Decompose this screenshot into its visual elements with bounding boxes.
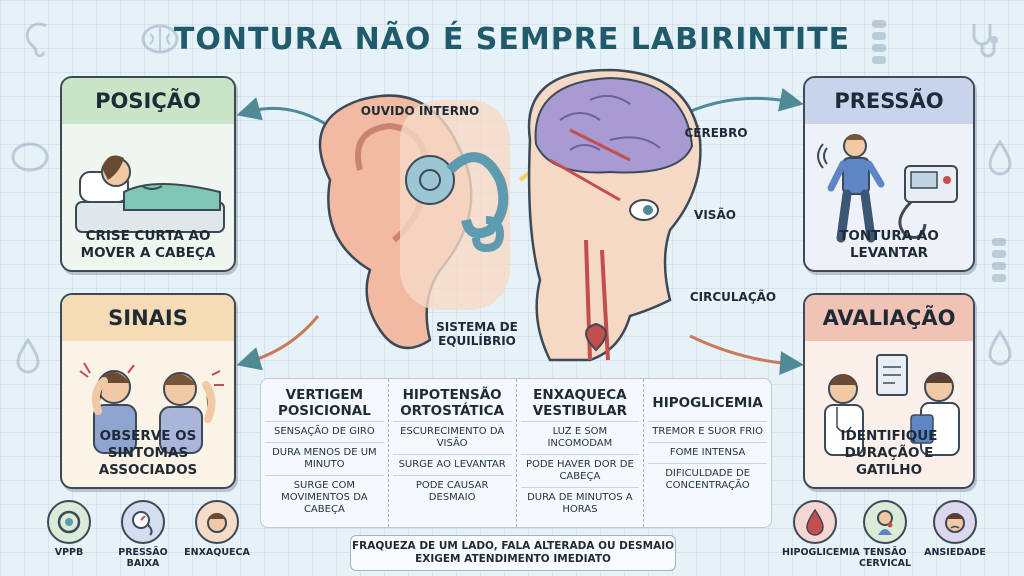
card-sinais-title: SINAIS [62,295,234,341]
stethoscope-deco-icon [972,24,998,58]
table-column: VERTIGEM POSICIONAL SENSAÇÃO DE GIRO DUR… [261,379,389,527]
badge-pressao-baixa: PRESSÃO BAIXA [110,500,176,569]
badge-tensao-cervical: TENSÃO CERVICAL [852,500,918,569]
label-cerebro: CÉREBRO [684,126,748,140]
list-item: PODE HAVER DOR DE CABEÇA [520,454,640,487]
column-header: HIPOGLICEMIA [652,395,763,411]
warning-box: FRAQUEZA DE UM LADO, FALA ALTERADA OU DE… [350,535,676,571]
label-ouvido-interno: OUVIDO INTERNO [360,104,480,118]
label-visao: VISÃO [694,208,736,222]
badge-vppb: VPPB [36,500,102,558]
semicircular-canal-icon [446,152,509,239]
list-item: TREMOR E SUOR FRIO [648,421,767,442]
cochlea-icon [472,216,505,253]
card-pressao-title: PRESSÃO [805,78,973,124]
ear-deco-icon [25,22,47,58]
card-posicao-title: POSIÇÃO [62,78,234,124]
person-lying-in-bed-icon [75,155,225,233]
page-title: TONTURA NÃO É SEMPRE LABIRINTITE [173,22,851,57]
arrow-to-avaliacao [689,334,804,376]
list-item: SENSAÇÃO DE GIRO [265,421,384,442]
table-column: HIPOGLICEMIA TREMOR E SUOR FRIO FOME INT… [644,379,771,527]
brain-deco-icon [141,24,179,54]
list-item: FOME INTENSA [648,442,767,463]
comparison-table: VERTIGEM POSICIONAL SENSAÇÃO DE GIRO DUR… [260,378,772,528]
list-item: LUZ E SOM INCOMODAM [520,421,640,454]
table-column: ENXAQUECA VESTIBULAR LUZ E SOM INCOMODAM… [517,379,645,527]
headache-icon [207,513,227,533]
badge-hipoglicemia: HIPOGLICEMIA [782,500,860,558]
list-item: DURA DE MINUTOS A HORAS [520,487,640,520]
label-sistema-de-equilibrio: SISTEMA DE EQUILÍBRIO [436,320,518,348]
badge-label: ENXAQUECA [184,547,250,558]
arrow-to-posicao [236,97,333,130]
table-column: HIPOTENSÃO ORTOSTÁTICA ESCURECIMENTO DA … [389,379,517,527]
inner-ear-icon [57,510,81,534]
list-item: SURGE AO LEVANTAR [392,454,512,475]
card-posicao: POSIÇÃO CRISE CURTA AO MOVER A CABEÇA [60,76,236,272]
badge-label: ANSIEDADE [924,547,986,558]
badge-label: TENSÃO CERVICAL [858,547,912,569]
badge-ansiedade: ANSIEDADE [922,500,988,558]
card-sinais-caption: OBSERVE OS SINTOMAS ASSOCIADOS [98,428,198,478]
inner-ear-icon [405,155,455,205]
card-pressao-caption: TONTURA AO LEVANTAR [839,228,939,261]
people-with-symptoms-icon [79,362,224,454]
arrow-to-sinais [236,315,320,371]
card-avaliacao-caption: IDENTIFIQUE DURAÇÃO E GATILHO [840,428,938,478]
dizzy-man-and-blood-pressure-monitor-icon [817,134,958,243]
list-item: DIFICULDADE DE CONCENTRAÇÃO [648,463,767,496]
brain-deco-icon [11,142,49,172]
card-avaliacao-title: AVALIAÇÃO [805,295,973,341]
anxiety-icon [945,513,965,533]
badge-label: PRESSÃO BAIXA [118,547,168,569]
column-header: VERTIGEM POSICIONAL [277,387,371,419]
drop-deco-icon [16,338,40,374]
list-item: DURA MENOS DE UM MINUTO [265,442,384,475]
badge-enxaqueca: ENXAQUECA [184,500,250,558]
heart-icon [585,322,607,352]
list-item: PODE CAUSAR DESMAIO [392,475,512,508]
badge-label: VPPB [54,547,84,558]
card-sinais: SINAIS OBSERVE OS SINTOMAS ASSOCIADOS [60,293,236,489]
list-item: ESCURECIMENTO DA VISÃO [392,421,512,454]
doctors-with-clipboard-icon [824,354,960,456]
drop-deco-icon [988,140,1012,176]
card-pressao: PRESSÃO TONTURA AO LEVANTAR [803,76,975,272]
card-avaliacao: AVALIAÇÃO IDENTIFIQUE DURAÇÃO E GATILHO [803,293,975,489]
ear-and-head-anatomy-illustration [318,68,702,362]
label-circulacao: CIRCULAÇÃO [689,290,777,304]
neck-pain-icon [877,510,893,535]
spine-deco-icon [992,238,1006,282]
badge-label: HIPOGLICEMIA [782,547,860,558]
spine-deco-icon [872,20,886,64]
list-item: SURGE COM MOVIMENTOS DA CABEÇA [265,475,384,520]
brain-icon [534,76,694,174]
blood-pressure-icon [132,511,153,536]
card-posicao-caption: CRISE CURTA AO MOVER A CABEÇA [80,228,216,261]
column-header: ENXAQUECA VESTIBULAR [532,387,628,419]
column-header: HIPOTENSÃO ORTOSTÁTICA [400,387,505,419]
drop-deco-icon [988,330,1012,366]
blood-drop-icon [806,508,824,536]
